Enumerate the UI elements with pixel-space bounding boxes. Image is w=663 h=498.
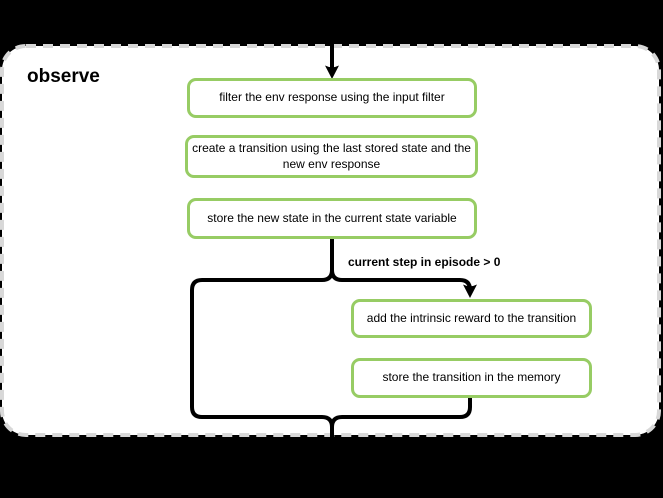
- node-label: new env response: [282, 156, 381, 171]
- arrowhead-down-icon: [463, 284, 477, 298]
- arrowhead-down-icon: [325, 65, 339, 79]
- flow-node-store-transition-in-memory: store the transition in the memory: [351, 358, 592, 398]
- node-label: store the transition in the memory: [382, 370, 561, 385]
- flow-node-add-intrinsic-reward: add the intrinsic reward to the transiti…: [351, 299, 592, 338]
- node-label: add the intrinsic reward to the transiti…: [366, 310, 577, 325]
- node-label: filter the env response using the input …: [219, 90, 445, 105]
- flow-node-store-new-state: store the new state in the current state…: [187, 198, 477, 239]
- merge-connector-line: [330, 398, 472, 447]
- node-label: store the new state in the current state…: [207, 210, 457, 225]
- page-title: observe: [27, 66, 100, 87]
- flow-node-create-transition: create a transition using the last store…: [185, 135, 478, 178]
- skip-branch-line: [190, 269, 334, 447]
- flow-node-filter-env-response: filter the env response using the input …: [187, 78, 477, 118]
- node-label: create a transition using the last store…: [192, 140, 471, 155]
- condition-label: current step in episode > 0: [348, 255, 501, 269]
- condition-branch-line: [330, 269, 472, 291]
